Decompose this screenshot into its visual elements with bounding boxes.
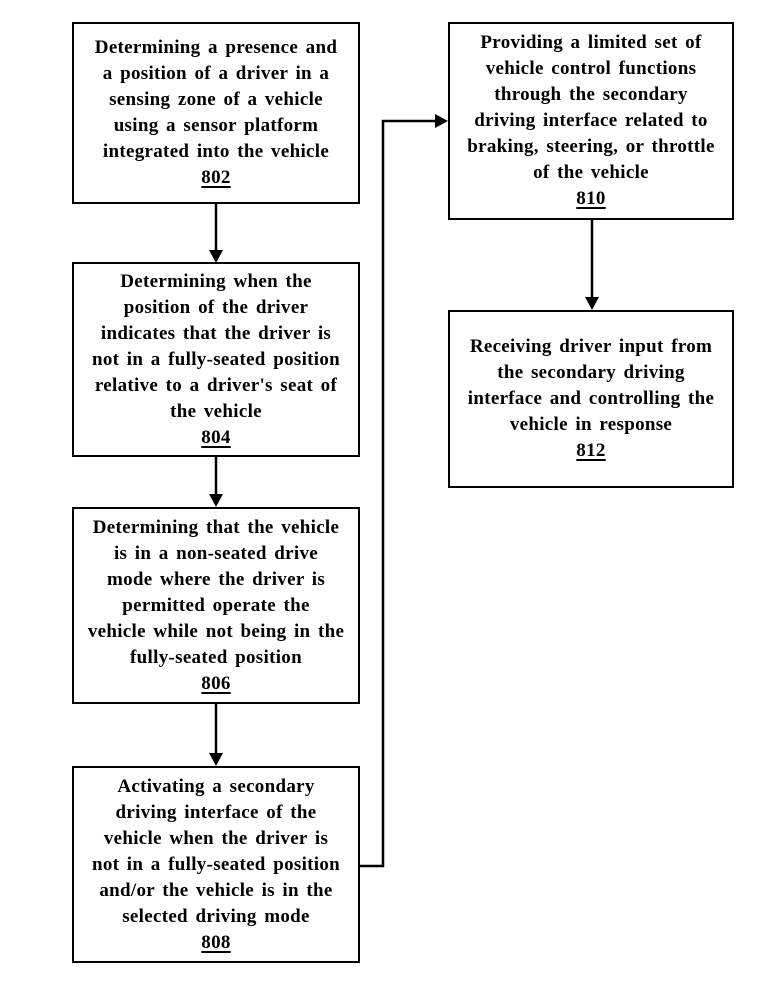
step-number-806: 806	[201, 672, 231, 694]
step-number-808: 808	[201, 931, 231, 953]
text-line: Determining when the	[120, 270, 312, 292]
arrow-808-to-810	[359, 114, 448, 868]
text-line: and/or the vehicle is in the	[99, 879, 333, 901]
text-line: integrated into the vehicle	[102, 141, 330, 162]
text-line: a position of a driver in a	[102, 63, 330, 84]
flow-step-812-text: Receiving driver input from the secondar…	[450, 334, 732, 464]
text-line: Determining that the vehicle	[92, 516, 340, 538]
text-line: permitted operate the	[122, 594, 310, 616]
arrow-804-to-806	[209, 457, 223, 507]
text-line: fully-seated position	[130, 646, 302, 668]
text-line: braking, steering, or throttle	[467, 136, 715, 157]
text-line: indicates that the driver is	[100, 322, 332, 344]
text-line: selected driving mode	[122, 905, 310, 927]
text-line: through the secondary	[494, 84, 688, 105]
text-line: mode where the driver is	[106, 568, 326, 590]
flow-step-804: Determining when the position of the dri…	[72, 262, 360, 457]
flow-step-806: Determining that the vehicle is in a non…	[72, 507, 360, 704]
text-line: relative to a driver's seat of	[94, 374, 338, 396]
arrow-802-to-804	[209, 204, 223, 263]
text-line: is in a non-seated drive	[113, 542, 319, 564]
text-line: Providing a limited set of	[480, 32, 702, 53]
text-line: Determining a presence and	[94, 37, 338, 58]
flow-step-808-text: Activating a secondary driving interface…	[74, 774, 358, 956]
text-line: Activating a secondary	[117, 775, 315, 797]
flow-step-808: Activating a secondary driving interface…	[72, 766, 360, 963]
text-line: driving interface of the	[115, 801, 317, 823]
text-line: the vehicle	[170, 400, 262, 422]
flow-step-806-text: Determining that the vehicle is in a non…	[74, 515, 358, 697]
text-line: not in a fully-seated position	[91, 853, 341, 875]
text-line: sensing zone of a vehicle	[109, 89, 323, 110]
arrow-806-to-808	[209, 704, 223, 766]
flow-step-804-text: Determining when the position of the dri…	[74, 269, 358, 451]
text-line: interface and controlling the	[467, 388, 715, 409]
text-line: Receiving driver input from	[469, 336, 713, 357]
step-number-810: 810	[576, 188, 606, 209]
text-line: vehicle in response	[509, 414, 673, 435]
step-number-812: 812	[576, 440, 606, 461]
text-line: vehicle while not being in the	[87, 620, 345, 642]
text-line: vehicle when the driver is	[103, 827, 329, 849]
arrow-810-to-812	[585, 220, 599, 310]
flow-step-810-text: Providing a limited set of vehicle contr…	[450, 30, 732, 212]
text-line: position of the driver	[123, 296, 309, 318]
text-line: vehicle control functions	[485, 58, 697, 79]
flow-step-802-text: Determining a presence and a position of…	[74, 35, 358, 191]
text-line: using a sensor platform	[113, 115, 319, 136]
text-line: driving interface related to	[474, 110, 708, 131]
text-line: not in a fully-seated position	[91, 348, 341, 370]
flow-step-812: Receiving driver input from the secondar…	[448, 310, 734, 488]
step-number-804: 804	[201, 426, 231, 448]
text-line: the secondary driving	[497, 362, 685, 383]
flow-step-810: Providing a limited set of vehicle contr…	[448, 22, 734, 220]
text-line: of the vehicle	[533, 162, 649, 183]
step-number-802: 802	[201, 167, 231, 188]
flow-step-802: Determining a presence and a position of…	[72, 22, 360, 204]
